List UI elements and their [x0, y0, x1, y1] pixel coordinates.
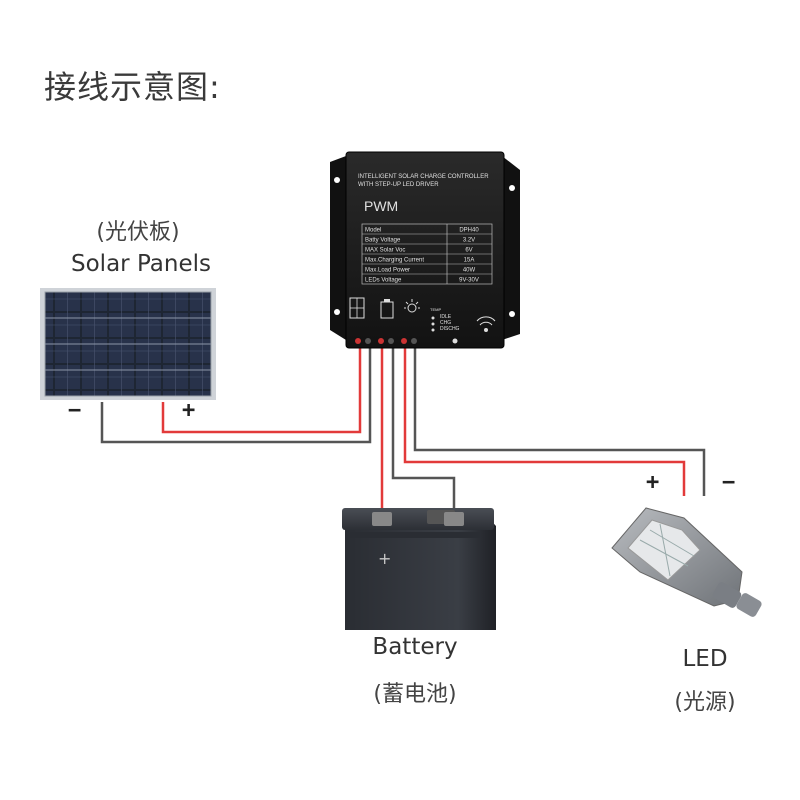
spec-value: DPH40	[459, 228, 479, 234]
controller-headline-2: WITH STEP-UP LED DRIVER	[358, 182, 439, 188]
solar-panel	[40, 288, 216, 400]
wire-solar-positive	[161, 348, 362, 434]
battery-port-icon	[380, 299, 394, 319]
load-port-icon	[404, 299, 420, 313]
spec-key: Batty Voltage	[365, 238, 401, 244]
battery: +	[342, 508, 496, 630]
status-temp: TEMP	[430, 307, 441, 312]
spec-value: 9V-30V	[459, 278, 479, 284]
battery-plus-mark: +	[378, 549, 391, 568]
battery-label-en: Battery	[372, 634, 458, 660]
spec-key: Max.Charging Current	[365, 258, 424, 264]
spec-key: Model	[365, 228, 381, 234]
solar-positive-sign: +	[182, 398, 196, 423]
status-idle: IDLE	[440, 314, 452, 320]
controller-headline-1: INTELLIGENT SOLAR CHARGE CONTROLLER	[358, 174, 489, 180]
solar-panels-label-cn: (光伏板)	[96, 220, 180, 245]
led-negative-sign: −	[722, 470, 736, 495]
status-dischg: DISCHG	[440, 326, 460, 332]
controller-mode: PWM	[364, 198, 398, 214]
spec-value: 15A	[464, 258, 475, 264]
led-positive-sign: +	[646, 470, 660, 495]
led-street-light	[611, 507, 762, 617]
spec-value: 6V	[465, 248, 472, 254]
page-title: 接线示意图:	[44, 68, 221, 106]
solar-panels-label-en: Solar Panels	[71, 251, 211, 277]
wire-solar-negative	[100, 348, 372, 444]
charge-controller: INTELLIGENT SOLAR CHARGE CONTROLLER WITH…	[330, 151, 520, 349]
solar-port-icon	[349, 297, 365, 319]
wire-led-positive	[403, 348, 686, 496]
battery-label-cn: (蓄电池)	[373, 682, 457, 707]
wireless-icon	[476, 316, 496, 332]
spec-value: 3.2V	[463, 238, 475, 244]
spec-value: 40W	[463, 268, 476, 274]
spec-key: Max.Load Power	[365, 268, 410, 274]
led-label-en: LED	[682, 646, 728, 672]
wire-battery-negative	[391, 348, 456, 512]
led-label-cn: (光源)	[674, 690, 736, 715]
wire-led-negative	[413, 348, 706, 496]
spec-key: LEDs Voltage	[365, 278, 402, 284]
spec-key: MAX Solar Voc	[365, 248, 405, 254]
terminals	[355, 338, 458, 344]
status-chg: CHG	[440, 320, 451, 326]
solar-negative-sign: −	[68, 398, 82, 423]
